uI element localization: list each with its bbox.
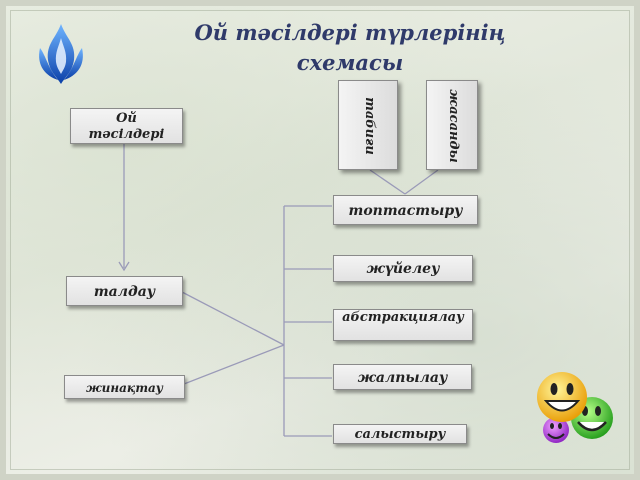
box-zhasandy: жасанды bbox=[426, 80, 478, 170]
box-salystyru: салыстыру bbox=[333, 424, 467, 444]
flame-logo-icon bbox=[39, 24, 83, 84]
box-taldau: талдау bbox=[66, 276, 183, 306]
box-oi-tasilderi: Ой тәсілдері bbox=[70, 108, 183, 144]
box-abstraktsiyalau: абстракциялау bbox=[333, 309, 473, 341]
box-zhinaktau: жинақтау bbox=[64, 375, 185, 399]
page-title: Ой тәсілдері түрлерінің схемасы bbox=[194, 20, 506, 75]
box-zhalpylau: жалпылау bbox=[333, 364, 472, 390]
box-toptastyru: топтастыру bbox=[333, 195, 478, 225]
slide-inner-border bbox=[10, 10, 630, 470]
box-zhasandy-label: жасанды bbox=[446, 89, 461, 163]
smiley-icon bbox=[537, 372, 613, 443]
box-tabigi: табиғи bbox=[338, 80, 398, 170]
box-zhuielea: жүйелеу bbox=[333, 255, 473, 282]
box-tabigi-label: табиғи bbox=[362, 97, 377, 155]
